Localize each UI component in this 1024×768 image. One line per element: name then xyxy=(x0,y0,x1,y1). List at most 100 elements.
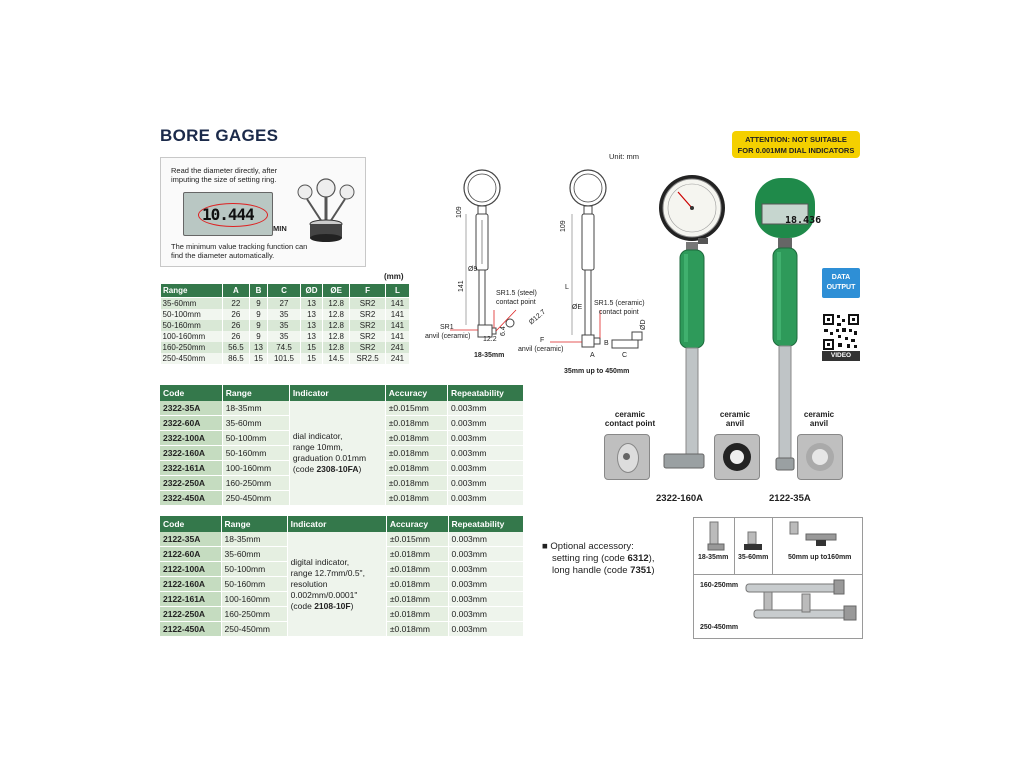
anvil-ceramic-label-2: anvil (ceramic) xyxy=(518,346,564,353)
table-cell: ±0.018mm xyxy=(385,490,448,506)
text: long handle (code xyxy=(552,565,631,576)
dim-122-label: 12.2 xyxy=(483,336,497,343)
min-label: MIN xyxy=(273,224,287,233)
qr-code-icon[interactable] xyxy=(822,313,860,351)
highlight-oval xyxy=(198,203,268,227)
ceramic-contact-point-photo xyxy=(604,434,650,480)
table-cell: 0.003mm xyxy=(447,475,525,491)
table-cell: 13 xyxy=(300,320,324,331)
b-label: B xyxy=(604,340,609,347)
indicator-code: 2308-10FA xyxy=(316,464,359,474)
table-cell: 141 xyxy=(385,331,411,342)
table-cell: 50-160mm xyxy=(221,576,288,592)
table-cell: 100-160mm xyxy=(160,331,223,342)
table-cell: 12.8 xyxy=(322,331,351,342)
text: ) xyxy=(358,464,362,474)
label-line: contact point xyxy=(604,419,656,428)
table-cell: 18-35mm xyxy=(221,532,288,547)
table-cell: 13 xyxy=(300,309,324,320)
unit-label: Unit: mm xyxy=(609,152,639,161)
indicator-code-line: (code 2108-10F) xyxy=(291,601,383,612)
text: (code xyxy=(290,600,315,611)
text: setting ring (code xyxy=(552,553,628,564)
table-cell: ±0.018mm xyxy=(386,546,449,562)
label-line: ceramic xyxy=(614,410,646,419)
col-header: ØD xyxy=(299,283,324,298)
video-label[interactable]: VIDEO xyxy=(822,351,860,361)
accessory-illustration-box: 18-35mm 35-60mm 50mm up to160mm 160-250m… xyxy=(693,517,863,639)
table-cell: 0.003mm xyxy=(448,546,524,562)
table-cell: 15 xyxy=(300,342,324,353)
table-cell: SR2 xyxy=(349,320,386,331)
table-cell: 160-250mm xyxy=(221,606,288,622)
contact-point-label: contact point xyxy=(496,299,536,306)
ceramic-anvil-label-2: ceramic anvil xyxy=(796,410,842,428)
col-header: Indicator xyxy=(287,516,387,532)
dim-L-label: L xyxy=(565,284,569,291)
ceramic-anvil-photo-2 xyxy=(797,434,843,480)
table-cell: 2122-35A xyxy=(160,532,222,547)
col-header: B xyxy=(248,283,269,298)
table-cell: ±0.018mm xyxy=(386,576,449,592)
lcd-display: 10.444 xyxy=(183,192,273,236)
table-cell: ±0.015mm xyxy=(386,532,449,547)
table-cell: 2122-160A xyxy=(160,576,222,592)
table-cell: ±0.018mm xyxy=(385,445,448,461)
acc-label-160-250: 160-250mm xyxy=(700,582,739,589)
indicator-cell: dial indicator,range 10mm,graduation 0.0… xyxy=(289,401,386,506)
indicator-line: dial indicator, xyxy=(292,431,343,441)
code: 6312 xyxy=(627,553,649,564)
optional-line-1: ■ Optional accessory: xyxy=(542,541,634,552)
table-cell: SR2 xyxy=(349,297,386,309)
anvil-ceramic-label: anvil (ceramic) xyxy=(425,333,471,340)
col-header: Indicator xyxy=(289,385,386,401)
table-cell: 9 xyxy=(249,309,269,320)
ceramic-contact-point-label: ceramic contact point xyxy=(598,410,662,428)
dim-141-label: 141 xyxy=(458,280,465,292)
d-label: ØD xyxy=(640,319,647,331)
table-cell: 160-250mm xyxy=(222,475,290,491)
table-cell: 2122-60A xyxy=(160,546,222,562)
text: ) xyxy=(350,600,354,611)
sr15-steel-label: SR1.5 (steel) xyxy=(496,290,537,297)
f-label: F xyxy=(540,337,545,344)
product-label-2122-35a: 2122-35A xyxy=(769,493,811,504)
table-cell: 18-35mm xyxy=(222,401,290,416)
info-bottom-text: The minimum value tracking function can … xyxy=(171,242,308,260)
optional-line-3: long handle (code 7351) xyxy=(542,565,692,577)
optional-line-2: setting ring (code 6312), xyxy=(542,553,692,565)
table-cell: ±0.018mm xyxy=(386,591,449,607)
acc-label-35-60: 35-60mm xyxy=(738,554,769,561)
table-cell: ±0.018mm xyxy=(386,561,449,577)
sr15-ceramic-label: SR1.5 (ceramic) xyxy=(594,300,645,307)
col-header: ØE xyxy=(322,283,351,298)
table-cell: 13 xyxy=(300,331,324,342)
table-cell: 0.003mm xyxy=(448,561,524,577)
col-header: Range xyxy=(160,283,223,298)
table-cell: 27 xyxy=(267,297,301,309)
label-line: anvil xyxy=(809,419,829,428)
table-cell: 14.5 xyxy=(322,353,351,364)
table-cell: 35-60mm xyxy=(222,415,290,431)
table-cell: 2322-160A xyxy=(160,445,223,461)
table-cell: 35 xyxy=(267,309,301,320)
table-cell: 15 xyxy=(249,353,269,364)
dim-64-label: 6.4 xyxy=(500,326,507,336)
code: 7351 xyxy=(630,565,652,576)
indicator-code-line: (code 2308-10FA) xyxy=(293,464,382,475)
col-header: C xyxy=(267,283,301,298)
table-cell: 2122-161A xyxy=(160,591,222,607)
table-cell: 2322-60A xyxy=(160,415,223,431)
product-label-2322-160a: 2322-160A xyxy=(656,493,704,504)
table-cell: 13 xyxy=(249,342,269,353)
table-cell: 250-450mm xyxy=(221,621,288,637)
table-cell: SR2 xyxy=(349,331,386,342)
